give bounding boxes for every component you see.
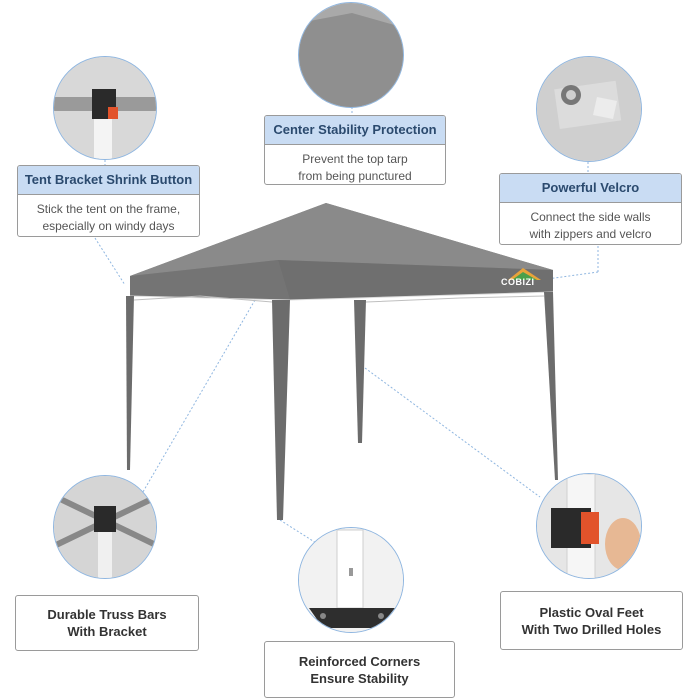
detail-circle-feet	[536, 473, 642, 579]
callout-bracket-line1: Stick the tent on the frame,	[36, 202, 181, 216]
label-truss-line2: With Bracket	[67, 624, 147, 639]
callout-velcro-line1: Connect the side walls	[530, 210, 651, 224]
callout-center-line1: Prevent the top tarp	[302, 152, 408, 166]
detail-circle-corner	[298, 527, 404, 633]
callout-center-line2: from being punctured	[298, 169, 412, 183]
label-truss-bars: Durable Truss Bars With Bracket	[15, 595, 199, 651]
callout-bracket-shrink: Tent Bracket Shrink Button Stick the ten…	[17, 165, 200, 237]
detail-circle-bracket	[53, 56, 157, 160]
detail-circle-top-tarp	[298, 2, 404, 108]
label-feet-line1: Plastic Oval Feet	[539, 604, 644, 620]
brand-logo: COBIZI	[501, 277, 535, 287]
callout-velcro-line2: with zippers and velcro	[529, 227, 652, 241]
label-feet-line2: With Two Drilled Holes	[521, 621, 662, 637]
label-oval-feet: Plastic Oval Feet With Two Drilled Holes	[500, 591, 683, 650]
label-corners-line1: Reinforced Corners	[298, 653, 421, 669]
detail-circle-truss	[53, 475, 157, 579]
callout-center-stability: Center Stability Protection Prevent the …	[264, 115, 446, 185]
detail-circle-velcro	[536, 56, 642, 162]
label-truss-line1: Durable Truss Bars	[47, 607, 167, 622]
label-reinforced-corners: Reinforced Corners Ensure Stability	[264, 641, 455, 698]
callout-bracket-title: Tent Bracket Shrink Button	[18, 166, 199, 195]
callout-center-title: Center Stability Protection	[265, 116, 445, 145]
callout-bracket-line2: especially on windy days	[42, 219, 175, 233]
label-corners-line2: Ensure Stability	[310, 670, 409, 686]
callout-velcro: Powerful Velcro Connect the side walls w…	[499, 173, 682, 245]
callout-velcro-title: Powerful Velcro	[500, 174, 681, 203]
